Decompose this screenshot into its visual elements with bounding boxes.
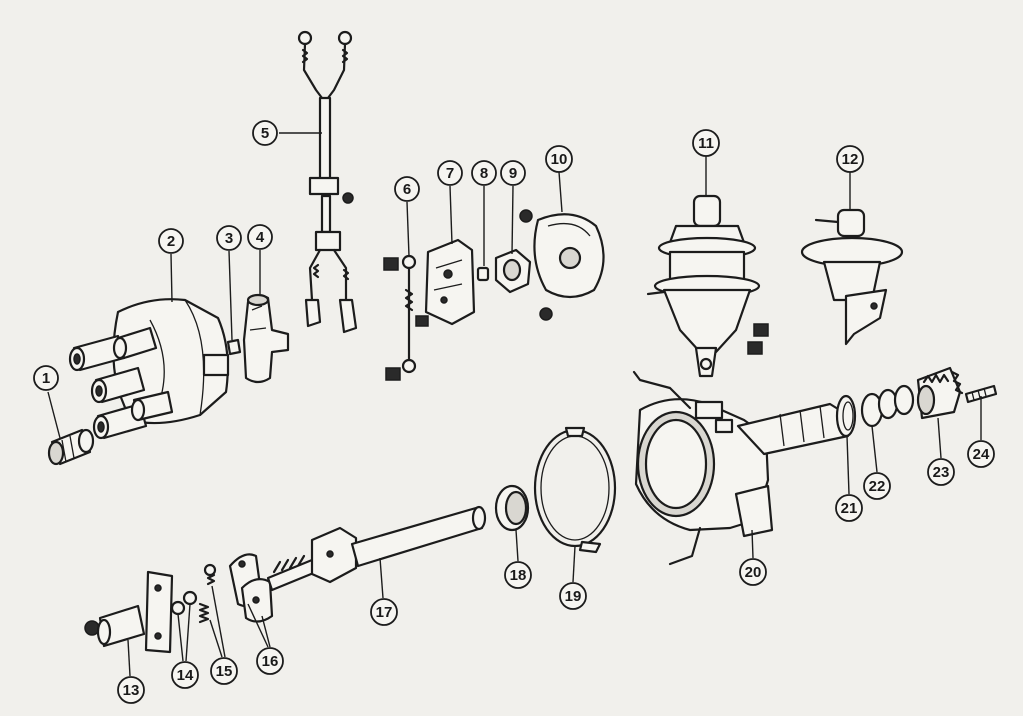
callout-16: 16 [256, 647, 284, 675]
vacuum-advance-large-drawing [646, 194, 769, 378]
callout-18: 18 [504, 561, 532, 589]
cam-drawing [494, 248, 532, 294]
callout-label: 14 [177, 667, 194, 684]
callout-label: 17 [376, 604, 393, 621]
washers-drawing [835, 384, 915, 438]
callout-5: 5 [252, 120, 278, 146]
main-shaft-drawing [266, 505, 487, 592]
callout-17: 17 [370, 598, 398, 626]
oil-seal-drawing [494, 484, 530, 532]
callout-1: 1 [33, 365, 59, 391]
callout-4: 4 [247, 224, 273, 250]
callout-6: 6 [394, 176, 420, 202]
callout-label: 21 [841, 500, 858, 517]
callout-7: 7 [437, 160, 463, 186]
callout-label: 8 [480, 165, 488, 182]
distributor-cap-drawing [68, 298, 230, 440]
callout-label: 23 [933, 464, 950, 481]
callout-label: 18 [510, 567, 527, 584]
callout-14: 14 [171, 661, 199, 689]
callout-label: 22 [869, 478, 886, 495]
breaker-points-drawing [424, 238, 476, 326]
callout-20: 20 [739, 558, 767, 586]
callout-label: 24 [973, 446, 990, 463]
drive-gear-drawing [916, 366, 964, 420]
callout-15: 15 [210, 657, 238, 685]
callout-23: 23 [927, 458, 955, 486]
callout-label: 9 [509, 165, 517, 182]
callout-label: 12 [842, 151, 859, 168]
boot-drawing [47, 428, 95, 466]
callout-label: 19 [565, 588, 582, 605]
governor-weights-drawing [228, 553, 274, 623]
callout-22: 22 [863, 472, 891, 500]
gasket-drawing [533, 426, 617, 554]
callout-label: 3 [225, 230, 233, 247]
vacuum-advance-small-drawing [800, 208, 904, 346]
callout-label: 13 [123, 682, 140, 699]
governor-springs-drawing [198, 563, 217, 624]
callout-label: 15 [216, 663, 233, 680]
callout-label: 4 [256, 229, 265, 246]
carbon-contact-drawing [226, 338, 242, 356]
callout-label: 10 [551, 151, 568, 168]
callout-21: 21 [835, 494, 863, 522]
gear-pin-drawing [964, 384, 998, 404]
callout-24: 24 [967, 440, 995, 468]
callout-label: 11 [698, 135, 714, 152]
callout-11: 11 [692, 129, 720, 157]
distributor-housing-drawing [632, 370, 850, 566]
drive-bushing-drawing [84, 570, 174, 654]
callout-label: 7 [446, 165, 454, 182]
rotor-drawing [242, 293, 290, 384]
callout-label: 5 [261, 125, 269, 142]
callout-8: 8 [471, 160, 497, 186]
callout-label: 16 [262, 653, 279, 670]
callout-10: 10 [545, 145, 573, 173]
leader-lines [47, 132, 982, 677]
callout-12: 12 [836, 145, 864, 173]
ground-wire-drawing [383, 254, 429, 381]
callout-19: 19 [559, 582, 587, 610]
callout-label: 6 [403, 181, 411, 198]
callout-label: 1 [42, 370, 50, 387]
callout-9: 9 [500, 160, 526, 186]
callout-13: 13 [117, 676, 145, 704]
weight-pins-drawing [170, 590, 198, 616]
callout-3: 3 [216, 225, 242, 251]
pin-drawing [476, 266, 490, 282]
harness-drawing [297, 30, 358, 334]
callout-label: 20 [745, 564, 762, 581]
breaker-plate-drawing [519, 209, 605, 321]
callout-label: 2 [167, 233, 175, 250]
callout-2: 2 [158, 228, 184, 254]
